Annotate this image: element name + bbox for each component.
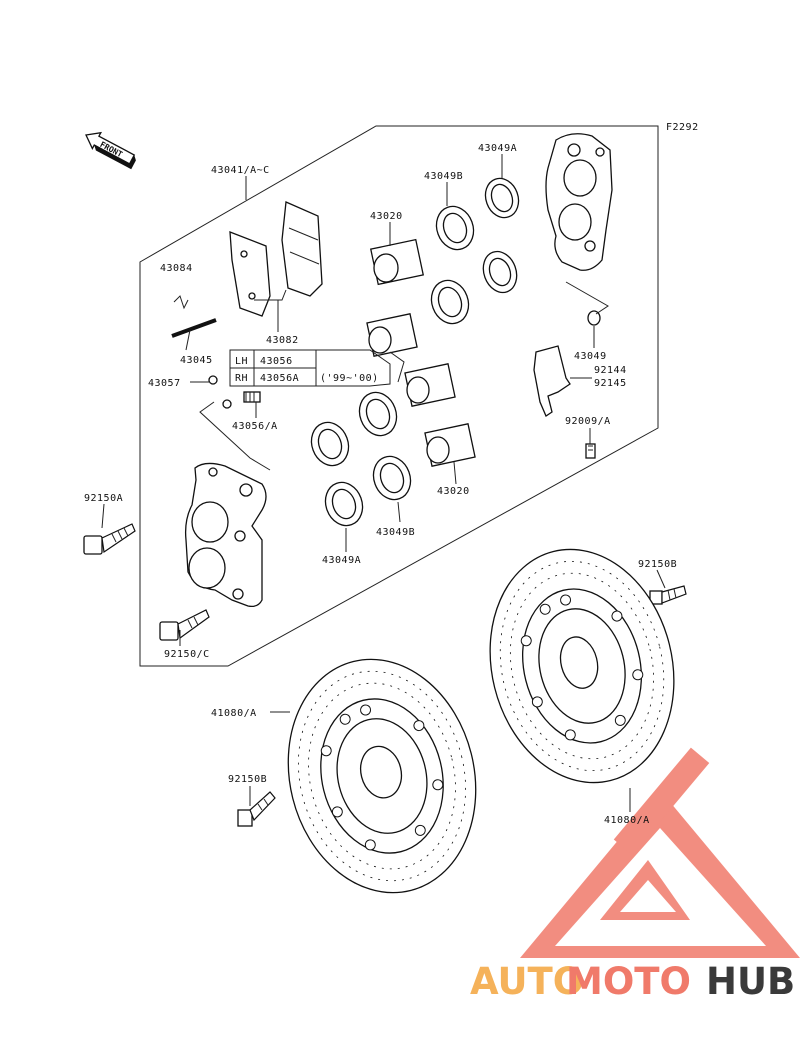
- washer: [587, 310, 601, 326]
- disc-bolt-b: [237, 791, 276, 827]
- label-43084: 43084: [160, 263, 193, 274]
- figure-id: F2292: [666, 122, 699, 133]
- caliper-mount-bolt-a: [83, 523, 136, 555]
- label-43020-top: 43020: [370, 211, 403, 222]
- variant-part-rh: 43056A: [260, 373, 299, 384]
- label-43049a-bottom: 43049A: [322, 555, 361, 566]
- label-92150b-right: 92150B: [638, 559, 677, 570]
- variant-table: LH 43056 RH 43056A ('99~'00): [229, 349, 391, 387]
- mounting-bracket: [533, 345, 571, 417]
- pad-spring: [173, 295, 189, 310]
- piston: [404, 363, 456, 407]
- piston-seal-a: [484, 177, 520, 219]
- label-92150c: 92150/C: [164, 649, 210, 660]
- piston-seal-b: [358, 391, 398, 437]
- label-43056a: 43056/A: [232, 421, 278, 432]
- variant-side-lh: LH: [235, 356, 248, 367]
- label-43049b-top: 43049B: [424, 171, 463, 182]
- label-43057: 43057: [148, 378, 181, 389]
- label-41080a-left: 41080/A: [211, 708, 257, 719]
- label-43041: 43041/A~C: [211, 165, 270, 176]
- watermark-part1: AUTO: [470, 960, 584, 1003]
- caliper-mount-bolt-c: [159, 609, 210, 641]
- disc-bolt-b: [649, 585, 687, 605]
- label-43049: 43049: [574, 351, 607, 362]
- variant-part-lh: 43056: [260, 356, 293, 367]
- label-43082: 43082: [266, 335, 299, 346]
- watermark-part2: MOTO: [566, 960, 691, 1003]
- piston-seal-b: [430, 279, 470, 325]
- label-92150b-left: 92150B: [228, 774, 267, 785]
- bleed-valve: [243, 391, 261, 403]
- label-92144: 92144: [594, 365, 627, 376]
- label-41080a-right: 41080/A: [604, 815, 650, 826]
- label-43049b-bottom: 43049B: [376, 527, 415, 538]
- right-caliper-half: [545, 133, 613, 271]
- piston: [369, 238, 425, 286]
- watermark-logo-triangle: [520, 747, 800, 958]
- piston-seal-b: [372, 455, 412, 501]
- variant-years: ('99~'00): [320, 373, 379, 384]
- front-arrow-icon: FRONT: [85, 131, 136, 170]
- brake-pad-set: [229, 201, 323, 317]
- piston: [366, 313, 418, 357]
- pad-pin: [171, 318, 217, 338]
- label-92150a: 92150A: [84, 493, 123, 504]
- piston-seal-a: [482, 250, 518, 294]
- label-43020-bottom: 43020: [437, 486, 470, 497]
- piston-seal-a: [310, 421, 350, 467]
- label-92009a: 92009/A: [565, 416, 611, 427]
- piston-seal-a: [324, 481, 364, 527]
- label-43049a-top: 43049A: [478, 143, 517, 154]
- leader-lines: [101, 154, 666, 812]
- piston-seal-b: [435, 205, 475, 251]
- label-43045: 43045: [180, 355, 213, 366]
- watermark-text: AUTO MOTO HUB: [470, 960, 795, 1003]
- left-caliper-half: [184, 462, 267, 608]
- caliper-assembly-outline: [139, 125, 659, 667]
- bracket-bolt: [585, 443, 596, 459]
- brake-disc-right: [489, 548, 675, 784]
- variant-side-rh: RH: [235, 373, 248, 384]
- label-92145: 92145: [594, 378, 627, 389]
- brake-disc-left: [287, 658, 477, 894]
- piston: [424, 423, 476, 467]
- bleed-valve-cap: [208, 375, 232, 409]
- watermark-part3: HUB: [706, 960, 795, 1003]
